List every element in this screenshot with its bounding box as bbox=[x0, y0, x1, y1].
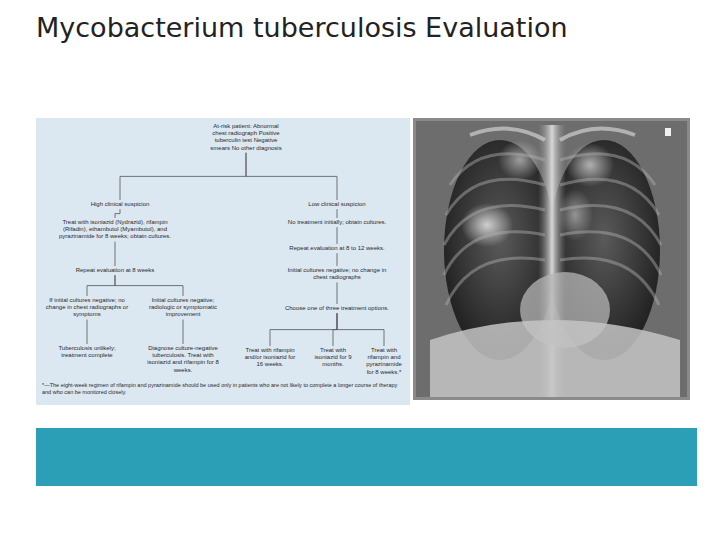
flow-step: At-risk patient: Abnormal chest radiogra… bbox=[205, 122, 287, 153]
step-text: Tuberculosis unlikely; treatment complet… bbox=[52, 345, 122, 359]
flow-step: Low clinical suspicion bbox=[297, 200, 377, 209]
step-text: Choose one of three treatment options. bbox=[284, 305, 390, 312]
flow-connector bbox=[337, 313, 384, 346]
footnote: *—The eight-week regimen of rifampin and… bbox=[42, 382, 404, 396]
flow-step: Diagnose culture-negative tuberculosis. … bbox=[140, 344, 226, 375]
caption-band bbox=[36, 428, 697, 486]
step-text: Treat with isoniazid (Nydrazid), rifampi… bbox=[52, 219, 178, 241]
flow-step: Treat with isoniazid for 9 months. bbox=[306, 346, 360, 370]
step-text: Initial cultures negative; radiologic or… bbox=[142, 297, 224, 319]
flow-connector bbox=[87, 275, 115, 296]
flowchart-panel bbox=[36, 118, 410, 405]
flow-step: Initial cultures negative; no change in … bbox=[282, 266, 392, 282]
step-text: Repeat evaluation at 8 weeks bbox=[72, 267, 158, 274]
flow-connector bbox=[183, 320, 184, 344]
step-text: High clinical suspicion bbox=[82, 201, 158, 208]
step-text: At-risk patient: Abnormal chest radiogra… bbox=[207, 123, 285, 152]
flow-step: Choose one of three treatment options. bbox=[282, 304, 392, 313]
flow-step: Repeat evaluation at 8 weeks bbox=[70, 266, 160, 275]
flow-connector bbox=[337, 209, 338, 218]
flow-step: If initial cultures negative; no change … bbox=[42, 296, 132, 320]
step-text: If initial cultures negative; no change … bbox=[44, 297, 130, 319]
flow-step: Repeat evaluation at 8 to 12 weeks. bbox=[282, 244, 392, 253]
flow-connector bbox=[115, 275, 183, 296]
step-text: No treatment initially; obtain cultures. bbox=[284, 219, 390, 226]
flow-step: No treatment initially; obtain cultures. bbox=[282, 218, 392, 227]
step-text: Initial cultures negative; no change in … bbox=[284, 267, 390, 281]
step-text: Treat with rifampin and pyrazinamide for… bbox=[362, 347, 406, 376]
flow-step: Initial cultures negative; radiologic or… bbox=[140, 296, 226, 320]
flow-connector bbox=[115, 209, 120, 218]
chest-xray bbox=[413, 118, 690, 400]
flow-connector bbox=[337, 227, 338, 244]
step-text: Treat with isoniazid for 9 months. bbox=[308, 347, 358, 369]
step-text: Low clinical suspicion bbox=[299, 201, 375, 208]
flow-step: Tuberculosis unlikely; treatment complet… bbox=[50, 344, 124, 360]
flow-step: Treat with rifampin and pyrazinamide for… bbox=[360, 346, 408, 377]
flow-connector bbox=[115, 242, 116, 266]
step-text: Repeat evaluation at 8 to 12 weeks. bbox=[284, 245, 390, 252]
slide-title: Mycobacterium tuberculosis Evaluation bbox=[36, 12, 568, 43]
step-text: Diagnose culture-negative tuberculosis. … bbox=[142, 345, 224, 374]
flow-connector bbox=[337, 282, 338, 304]
flow-connector bbox=[270, 313, 337, 346]
step-text: Treat with rifampin and/or isoniazid for… bbox=[243, 347, 297, 369]
flow-step: Treat with isoniazid (Nydrazid), rifampi… bbox=[50, 218, 180, 242]
flow-connector bbox=[337, 253, 338, 266]
flow-connector bbox=[87, 320, 88, 344]
flow-connector bbox=[333, 313, 337, 346]
flow-connector bbox=[246, 153, 337, 200]
flow-step: Treat with rifampin and/or isoniazid for… bbox=[241, 346, 299, 370]
flow-step: High clinical suspicion bbox=[80, 200, 160, 209]
flow-connector bbox=[120, 153, 246, 200]
